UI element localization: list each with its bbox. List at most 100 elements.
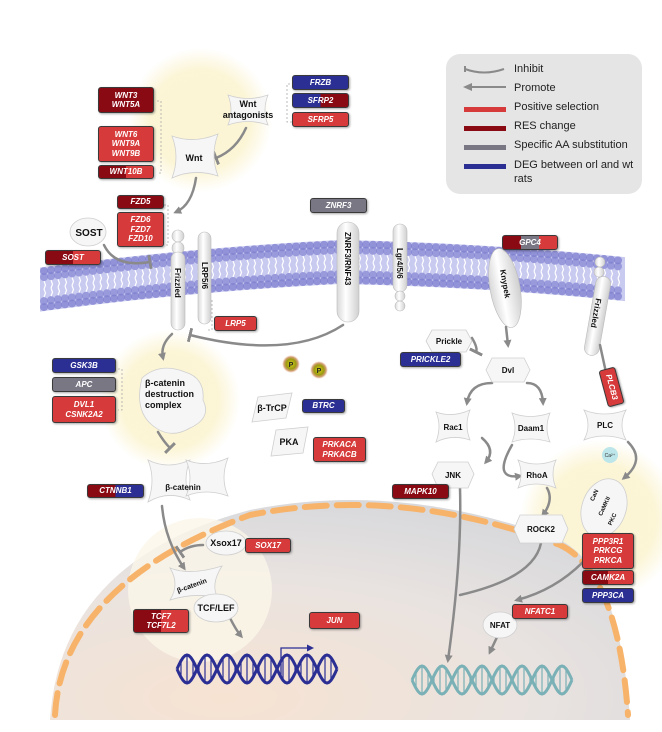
lipid-tail — [190, 264, 194, 281]
arrow-antagonists-inhibit-wnt — [212, 126, 248, 166]
lipid-head — [481, 251, 489, 260]
gene-box-sost: SOST — [45, 250, 101, 265]
legend-inhibit-icon — [464, 66, 505, 74]
label-lrp56: LRP5/6 — [200, 262, 209, 290]
lipid-head — [257, 244, 265, 253]
lipid-head — [425, 278, 433, 287]
lipid-head — [558, 287, 566, 296]
lipid-head — [432, 243, 440, 252]
lipid-head — [96, 290, 104, 299]
lipid-tail — [309, 255, 313, 272]
lipid-head — [243, 245, 251, 254]
lipid-head — [124, 286, 132, 295]
lipid-head — [264, 280, 272, 289]
shape-nfat — [482, 611, 518, 639]
label-destruction-2: destruction — [145, 389, 194, 399]
lipid-head — [530, 255, 538, 264]
shape-prickle — [425, 329, 473, 353]
lipid-tail — [428, 256, 432, 274]
shape-beta-catenin-cyto — [147, 459, 191, 503]
lipid-head — [383, 241, 391, 250]
lipid-head — [439, 249, 447, 258]
lipid-head — [68, 269, 76, 278]
label-tcf-lef: TCF/LEF — [198, 603, 235, 613]
gene-label: WNT9B — [111, 148, 141, 158]
lipid-head — [460, 280, 468, 289]
arrow-tcf-to-dna — [228, 616, 243, 639]
lipid-head — [327, 240, 335, 249]
gene-box-prickle2: PRICKLE2 — [400, 352, 461, 367]
lipid-tail — [526, 262, 530, 279]
receptor-frizzled-right: Frizzled — [584, 256, 611, 356]
lipid-head — [460, 244, 468, 253]
lipid-tail — [43, 280, 47, 298]
lipid-tail — [470, 258, 474, 276]
lipid-head — [159, 253, 167, 262]
lipid-tail — [260, 258, 264, 276]
lipid-head — [572, 288, 580, 297]
lipid-head — [285, 278, 293, 287]
lipid-head — [467, 245, 475, 254]
gene-label: FZD10 — [128, 234, 153, 244]
lipid-head — [376, 241, 384, 250]
gene-label: WNT3 — [114, 90, 138, 100]
lipid-head — [579, 283, 587, 292]
lipid-head — [376, 277, 384, 286]
gene-label: GPC4 — [519, 237, 541, 247]
lipid-head — [306, 277, 314, 286]
shape-plc — [583, 409, 627, 441]
lipid-head — [446, 273, 454, 282]
gene-label: WNT5A — [111, 100, 141, 109]
lipid-head — [89, 266, 97, 275]
shape-wnt — [171, 133, 219, 179]
lipid-head — [47, 296, 55, 305]
lipid-head — [320, 270, 328, 279]
lipid-head — [54, 271, 62, 280]
gene-box-jun: JUN — [309, 612, 360, 629]
lipid-head — [551, 256, 559, 265]
label-destruction-3: complex — [145, 400, 182, 410]
lipid-head — [264, 250, 272, 259]
gene-box-btrc: BTRC — [302, 399, 345, 413]
lipid-head — [579, 289, 587, 298]
receptor-lrp56: LRP5/6 — [197, 231, 212, 325]
lipid-head — [159, 283, 167, 292]
label-wnt-antagonists-2: antagonists — [223, 110, 274, 120]
shape-rock2 — [513, 514, 569, 544]
gene-label: SOST — [62, 252, 84, 262]
shape-rhoa — [517, 459, 557, 489]
lipid-head — [243, 251, 251, 260]
lipid-head — [110, 264, 118, 273]
lipid-head — [145, 284, 153, 293]
lipid-tail — [274, 257, 278, 275]
shape-beta-catenin-cyto-2 — [185, 457, 229, 497]
lipid-head — [586, 259, 594, 268]
lipid-head — [327, 270, 335, 279]
gene-label: PRKACB — [322, 449, 357, 459]
phosphate-icon — [282, 355, 300, 373]
lipid-head — [229, 276, 237, 285]
lipid-head — [285, 248, 293, 257]
lipid-head — [544, 280, 552, 289]
lipid-tail — [106, 273, 110, 290]
lipid-head — [551, 286, 559, 295]
lipid-head — [250, 281, 258, 290]
lipid-tail — [295, 256, 299, 273]
legend-swatch-deg — [464, 164, 506, 169]
label-pka: PKA — [279, 437, 299, 447]
lipid-head — [369, 276, 377, 285]
lipid-head — [425, 272, 433, 281]
label-prickle: Prickle — [436, 337, 463, 346]
lipid-head — [523, 248, 531, 257]
cell-membrane — [40, 240, 625, 312]
lipid-head — [530, 249, 538, 258]
label-rac1: Rac1 — [443, 423, 463, 432]
arrow-transcription-jun — [280, 644, 314, 678]
lipid-tail — [617, 270, 621, 287]
lipid-tail — [435, 256, 439, 274]
lipid-head — [565, 251, 573, 260]
arrow-jnk-to-dna — [444, 486, 462, 663]
lipid-head — [215, 248, 223, 257]
lipid-head — [243, 281, 251, 290]
gene-label: WNT9A — [111, 139, 141, 149]
